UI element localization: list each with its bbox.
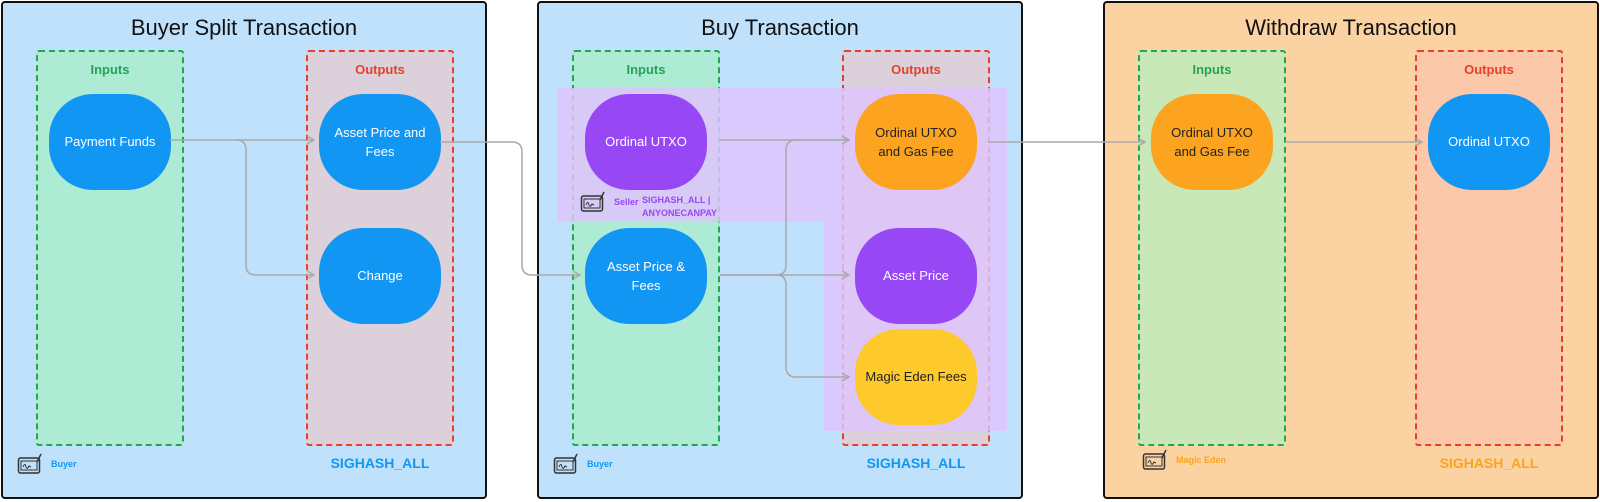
- seller-sighash-line2: ANYONECANPAY: [642, 208, 718, 219]
- signature-pad-icon: [17, 453, 43, 475]
- node-asset-price-fees: Asset Price & Fees: [585, 228, 707, 324]
- signer-label: Buyer: [587, 459, 613, 469]
- panel-buy-transaction: Buy Transaction Inputs Outputs Ordinal U…: [537, 1, 1023, 499]
- seller-sighash-label: SIGHASH_ALL | ANYONECANPAY: [642, 194, 717, 220]
- node-ordinal-utxo-gas-fee: Ordinal UTXO and Gas Fee: [1151, 94, 1273, 190]
- outputs-label: Outputs: [891, 62, 941, 77]
- signer-label: Buyer: [51, 459, 77, 469]
- inputs-label: Inputs: [1192, 62, 1232, 77]
- inputs-label: Inputs: [626, 62, 666, 77]
- signature-pad-icon: [1142, 449, 1168, 471]
- signer-magic-eden: Magic Eden: [1142, 449, 1226, 471]
- sighash-label: SIGHASH_ALL: [866, 455, 966, 471]
- panel-withdraw-transaction: Withdraw Transaction Inputs Outputs Ordi…: [1103, 1, 1599, 499]
- inputs-label: Inputs: [90, 62, 130, 77]
- sighash-label: SIGHASH_ALL: [330, 455, 430, 471]
- signer-label: Magic Eden: [1176, 455, 1227, 465]
- signer-buyer: Buyer: [17, 453, 77, 475]
- signature-pad-icon: [580, 191, 606, 213]
- node-magic-eden-fees: Magic Eden Fees: [855, 329, 977, 425]
- outputs-label: Outputs: [1464, 62, 1514, 77]
- outputs-label: Outputs: [355, 62, 405, 77]
- node-payment-funds: Payment Funds: [49, 94, 171, 190]
- signer-seller: Seller: [580, 191, 639, 213]
- node-ordinal-utxo: Ordinal UTXO: [1428, 94, 1550, 190]
- seller-sighash-line1: SIGHASH_ALL |: [642, 195, 711, 205]
- panel-title: Buy Transaction: [701, 15, 859, 40]
- node-asset-price: Asset Price: [855, 228, 977, 324]
- panel-buyer-split-transaction: Buyer Split Transaction Inputs Outputs P…: [1, 1, 487, 499]
- node-ordinal-utxo: Ordinal UTXO: [585, 94, 707, 190]
- panel-title: Buyer Split Transaction: [130, 15, 358, 40]
- signature-pad-icon: [553, 453, 579, 475]
- node-asset-price-and-fees: Asset Price and Fees: [319, 94, 441, 190]
- panel-title: Withdraw Transaction: [1245, 15, 1457, 40]
- signer-buyer: Buyer: [553, 453, 613, 475]
- node-ordinal-utxo-gas-fee: Ordinal UTXO and Gas Fee: [855, 94, 977, 190]
- node-change: Change: [319, 228, 441, 324]
- sighash-label: SIGHASH_ALL: [1439, 455, 1539, 471]
- signer-label: Seller: [614, 197, 639, 207]
